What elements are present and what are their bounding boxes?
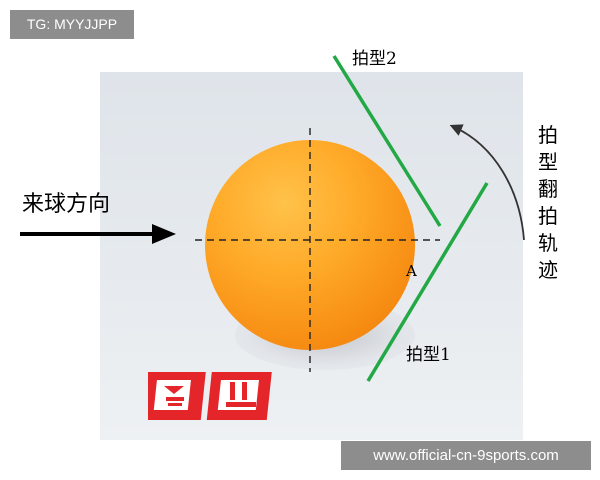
telegram-watermark: TG: MYYJJPP — [10, 10, 134, 39]
figure-seal-icon — [148, 372, 272, 420]
incoming-direction-label: 来球方向 — [22, 192, 111, 217]
incoming-arrow-head — [152, 224, 176, 244]
racket-shape-2-line — [332, 55, 442, 227]
racket-shape-2-label: 拍型2 — [352, 49, 397, 69]
flip-trajectory-line-3: 轨迹 — [538, 231, 558, 282]
flip-trajectory-line-1: 拍型 — [538, 123, 558, 174]
contact-point-label: A — [406, 262, 417, 280]
flip-trajectory-line-2: 翻拍 — [538, 177, 558, 228]
flip-trajectory-arrow — [449, 124, 525, 241]
racket-shape-1-label: 拍型1 — [406, 345, 451, 365]
website-watermark: www.official-cn-9sports.com — [341, 441, 591, 470]
racket-shape-1-line — [366, 182, 489, 382]
flip-trajectory-label: 拍型 翻拍 轨迹 — [533, 122, 563, 284]
